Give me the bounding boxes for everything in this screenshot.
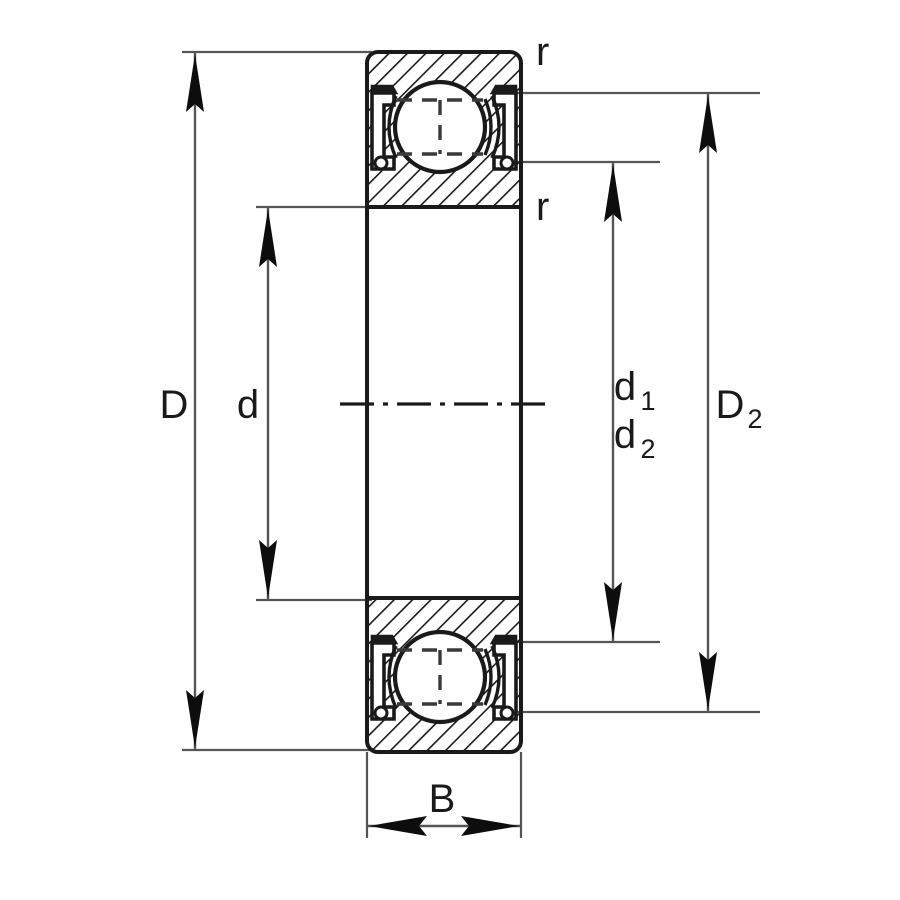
seal-bottom-right-lip-inner [483, 648, 493, 706]
bearing-body [340, 50, 548, 754]
seal-top-right-lip-outer [490, 95, 501, 159]
label-d1: d [614, 365, 636, 409]
arrowhead-D-top [186, 54, 204, 112]
dimension-labels: D d d 1 d 2 D 2 B r r [160, 30, 763, 821]
seal-bottom-right [483, 634, 518, 721]
extension-lines [182, 50, 760, 838]
label-r-bottom: r [536, 185, 549, 229]
label-B: B [429, 777, 456, 821]
seal-bottom-right-groove-notch [489, 634, 518, 645]
seal-top-right [483, 84, 518, 171]
arrowhead-d1-top [604, 164, 622, 222]
label-d: d [237, 383, 259, 427]
seal-top-left-groove-notch [370, 84, 399, 95]
dimension-D [186, 52, 204, 750]
arrowhead-D2-bottom [699, 652, 717, 710]
arrowhead-D2-top [699, 95, 717, 153]
bearing-side-walls [365, 63, 523, 741]
dimension-arrows [186, 52, 717, 836]
dimension-d [259, 207, 277, 600]
arrowhead-d-top [259, 209, 277, 267]
outer-ring-bottom-outline [365, 596, 523, 754]
seal-bottom-right-lip-outer [490, 645, 501, 709]
label-group-D2: D 2 [716, 383, 763, 434]
seal-bottom-left-groove-notch [370, 634, 399, 645]
rolling-element-top [392, 79, 488, 175]
arrowhead-d-bottom [259, 540, 277, 598]
label-d2: d [614, 413, 636, 457]
seal-top-left [370, 84, 405, 171]
seal-top-right-lip-inner [483, 98, 493, 156]
dimension-B [367, 816, 521, 836]
label-D: D [160, 383, 189, 427]
seal-top-right-foot [499, 155, 515, 171]
ball-bottom-centermark [397, 648, 483, 706]
label-D2-subscript: 2 [747, 404, 762, 434]
label-d2-subscript: 2 [640, 434, 655, 464]
seal-bottom-left-foot [373, 705, 389, 721]
seal-top-left-foot [373, 155, 389, 171]
dimension-d1-d2 [604, 162, 622, 642]
seal-bottom-right-foot [499, 705, 515, 721]
label-group-d1-d2: d 1 d 2 [614, 365, 656, 464]
ball-top-centermark [397, 98, 483, 156]
dimension-D2 [699, 93, 717, 712]
seal-top-left-lip-outer [387, 95, 398, 159]
label-d1-subscript: 1 [640, 386, 655, 416]
rolling-element-bottom [392, 629, 488, 725]
arrowhead-D-bottom [186, 690, 204, 748]
seal-top-right-groove-notch [489, 84, 518, 95]
seal-bottom-left-lip-outer [387, 645, 398, 709]
arrowhead-d2-bottom [604, 582, 622, 640]
label-r-top: r [536, 30, 549, 74]
label-D2: D [716, 383, 745, 427]
arrowhead-B-left [369, 816, 427, 836]
arrowhead-B-right [461, 816, 519, 836]
